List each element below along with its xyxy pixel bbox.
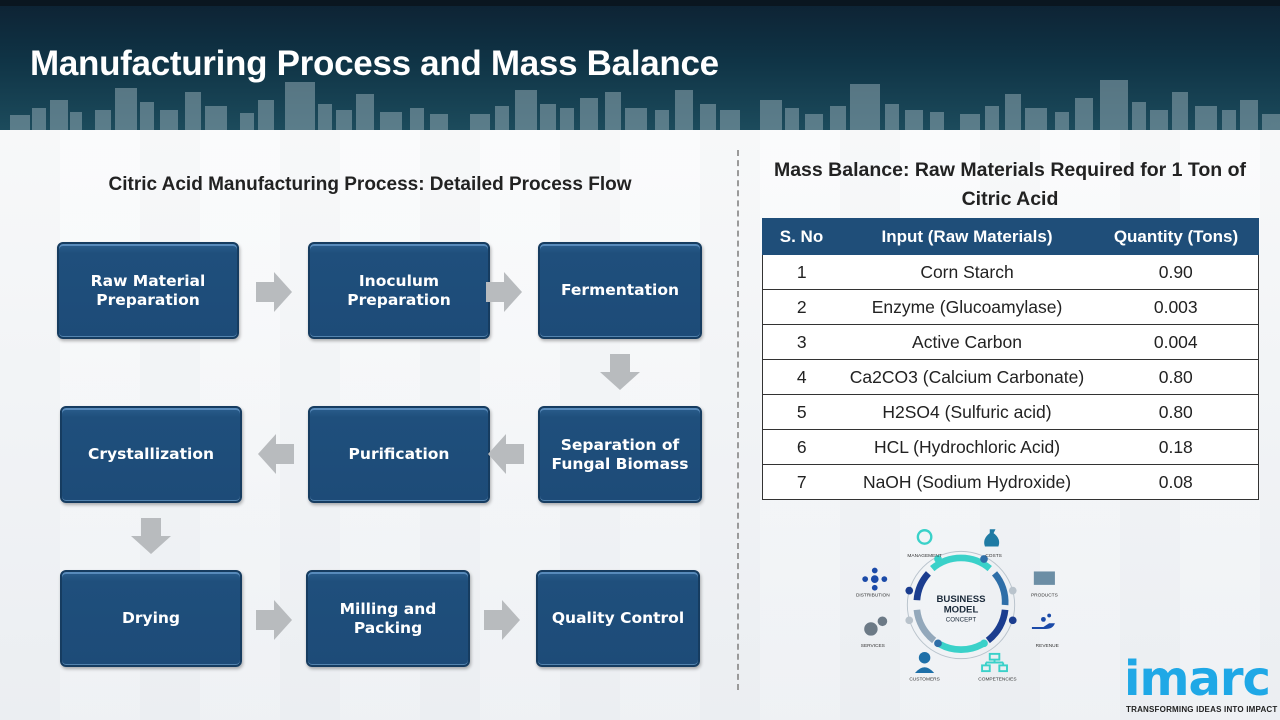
cell-input: Ca2CO3 (Calcium Carbonate) bbox=[840, 359, 1094, 395]
imarc-logo: imarc TRANSFORMING IDEAS INTO IMPACT bbox=[1122, 650, 1277, 716]
arrow-down-icon bbox=[600, 354, 640, 390]
step-quality-control: Quality Control bbox=[536, 570, 700, 667]
label-distribution: DISTRIBUTION bbox=[856, 592, 890, 598]
distribution-network-icon bbox=[862, 567, 888, 591]
cell-sno: 3 bbox=[762, 324, 841, 360]
label-costs: COSTS bbox=[985, 553, 1001, 559]
revenue-hand-icon bbox=[1031, 623, 1055, 629]
cell-input: HCL (Hydrochloric Acid) bbox=[840, 429, 1094, 465]
competencies-hierarchy-icon bbox=[981, 652, 1008, 673]
cell-quantity: 0.80 bbox=[1093, 394, 1259, 430]
costs-money-bag-icon bbox=[984, 529, 1000, 547]
header-topline bbox=[0, 0, 1280, 6]
label-products: PRODUCTS bbox=[1031, 592, 1058, 598]
cell-sno: 2 bbox=[762, 289, 841, 325]
table-header-row: S. No Input (Raw Materials) Quantity (To… bbox=[762, 218, 1259, 255]
cell-input: NaOH (Sodium Hydroxide) bbox=[840, 464, 1094, 500]
logo-tagline: TRANSFORMING IDEAS INTO IMPACT bbox=[1126, 705, 1278, 714]
city-skyline-graphic bbox=[10, 80, 1280, 130]
cell-sno: 1 bbox=[762, 254, 841, 290]
cell-quantity: 0.80 bbox=[1093, 359, 1259, 395]
mass-balance-title: Mass Balance: Raw Materials Required for… bbox=[773, 159, 1247, 210]
arrow-right-icon bbox=[484, 600, 520, 640]
cell-sno: 7 bbox=[762, 464, 841, 500]
bm-center-line2: MODEL bbox=[944, 605, 979, 616]
cell-sno: 6 bbox=[762, 429, 841, 465]
step-drying: Drying bbox=[60, 570, 242, 667]
cell-quantity: 0.08 bbox=[1093, 464, 1259, 500]
label-services: SERVICES bbox=[861, 643, 885, 649]
label-competencies: COMPETENCIES bbox=[978, 677, 1016, 683]
step-milling-and-packing: Milling and Packing bbox=[306, 570, 470, 667]
cell-input: Corn Starch bbox=[840, 254, 1094, 290]
step-raw-material-preparation: Raw Material Preparation bbox=[57, 242, 239, 339]
step-inoculum-preparation: Inoculum Preparation bbox=[308, 242, 490, 339]
step-fermentation: Fermentation bbox=[538, 242, 702, 339]
arrow-right-icon bbox=[256, 272, 292, 312]
cell-input: H2SO4 (Sulfuric acid) bbox=[840, 394, 1094, 430]
arrow-down-icon bbox=[131, 518, 171, 554]
process-flow-title: Citric Acid Manufacturing Process: Detai… bbox=[108, 174, 632, 195]
cell-sno: 4 bbox=[762, 359, 841, 395]
products-box-icon bbox=[1033, 571, 1055, 585]
mass-balance-table: S. No Input (Raw Materials) Quantity (To… bbox=[762, 218, 1259, 500]
column-header-sno: S. No bbox=[762, 218, 841, 255]
label-customers: CUSTOMERS bbox=[909, 677, 939, 683]
step-separation-of-fungal-biomass: Separation of Fungal Biomass bbox=[538, 406, 702, 503]
cell-sno: 5 bbox=[762, 394, 841, 430]
bm-center-line3: CONCEPT bbox=[946, 616, 977, 623]
services-gears-icon bbox=[864, 616, 888, 636]
header-banner: Manufacturing Process and Mass Balance bbox=[0, 0, 1280, 130]
page-title: Manufacturing Process and Mass Balance bbox=[30, 44, 719, 83]
column-header-quantity: Quantity (Tons) bbox=[1093, 218, 1259, 255]
bm-center-line1: BUSINESS bbox=[937, 594, 987, 605]
label-management: MANAGEMENT bbox=[907, 553, 941, 559]
business-model-ring bbox=[905, 550, 1017, 660]
cell-input: Enzyme (Glucoamylase) bbox=[840, 289, 1094, 325]
cell-quantity: 0.003 bbox=[1093, 289, 1259, 325]
cell-quantity: 0.18 bbox=[1093, 429, 1259, 465]
step-crystallization: Crystallization bbox=[60, 406, 242, 503]
arrow-left-icon bbox=[488, 434, 524, 474]
section-divider bbox=[737, 150, 739, 690]
label-revenue: REVENUE bbox=[1036, 643, 1059, 649]
customers-person-icon bbox=[915, 651, 935, 674]
cell-input: Active Carbon bbox=[840, 324, 1094, 360]
management-icon bbox=[916, 529, 933, 545]
arrow-left-icon bbox=[258, 434, 294, 474]
column-header-input: Input (Raw Materials) bbox=[840, 218, 1094, 255]
business-model-concept-graphic: BUSINESS MODEL CONCEPT MANAGEMENT COSTS … bbox=[856, 529, 1059, 683]
logo-wordmark: imarc bbox=[1124, 651, 1271, 707]
cell-quantity: 0.90 bbox=[1093, 254, 1259, 290]
arrow-right-icon bbox=[256, 600, 292, 640]
step-purification: Purification bbox=[308, 406, 490, 503]
arrow-right-icon bbox=[486, 272, 522, 312]
cell-quantity: 0.004 bbox=[1093, 324, 1259, 360]
